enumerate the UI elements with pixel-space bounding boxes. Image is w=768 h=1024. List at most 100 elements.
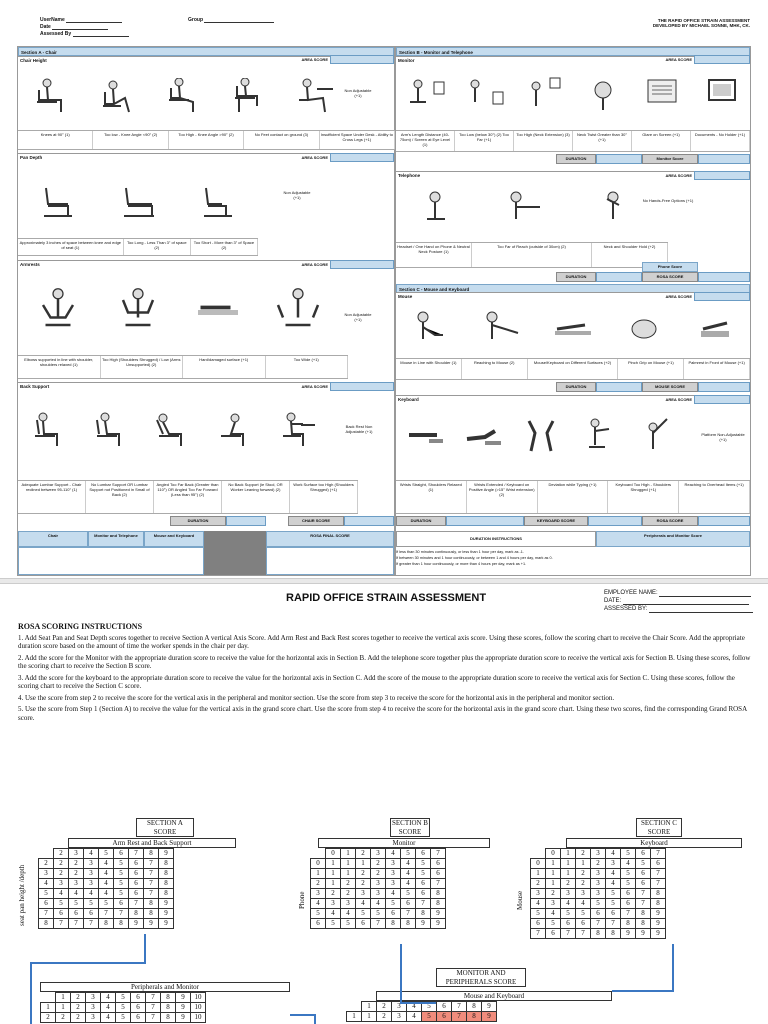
arm-option-3[interactable]: Hard/damaged surface (+1) xyxy=(183,356,266,378)
back-option-4[interactable]: No Back Support (ie Stool, OR Worker Lea… xyxy=(222,481,290,513)
pan-option-2[interactable]: Too Long - Less Than 3" of space (2) xyxy=(124,239,191,255)
back-option-1[interactable]: Adequate Lumbar Support - Chair reclined… xyxy=(18,481,86,513)
mouse-duration-score[interactable] xyxy=(596,382,642,392)
kb-option-4[interactable]: Keyboard Too High - Shoulders Shrugged (… xyxy=(608,481,680,513)
keyboard-score-box[interactable] xyxy=(588,516,642,526)
height-option-1[interactable]: Knees at 90° (1) xyxy=(18,131,94,149)
kb-duration-score[interactable] xyxy=(446,516,524,526)
pan-option-3[interactable]: Too Short - More than 3" of Space (2) xyxy=(191,239,259,255)
score-cell: 9 xyxy=(620,928,636,939)
kb-option-5[interactable]: Reaching to Overhead Items (+1) xyxy=(679,481,750,513)
monitor-option-2[interactable]: Too Low (below 30°) (2) Too Far (+1) xyxy=(455,131,514,151)
score-cell: 7 xyxy=(143,858,159,869)
chair-height-area-score[interactable] xyxy=(330,55,394,64)
score-cell: 3 xyxy=(325,898,341,909)
phone-option-2[interactable]: Too Far of Reach (outside of 30cm) (2) xyxy=(472,243,592,267)
page2-date-field[interactable]: DATE: xyxy=(604,597,753,605)
monitor-area-score[interactable] xyxy=(694,55,750,64)
phone-option-1[interactable]: Headset / One Hand on Phone & Neutral Ne… xyxy=(396,243,473,267)
height-option-3[interactable]: Too High - Knee Angle >90° (2) xyxy=(169,131,245,149)
row-header: 1 xyxy=(530,868,546,879)
kb-option-3[interactable]: Deviation while Typing (+1) xyxy=(538,481,609,513)
kb-option-1[interactable]: Wrists Straight, Shoulders Relaxed (1) xyxy=(396,481,467,513)
back-option-2[interactable]: No Lumbar Support OR Lumbar Support not … xyxy=(86,481,154,513)
mouse-option-2[interactable]: Reaching to Mouse (2) xyxy=(462,359,528,379)
mouse-option-4[interactable]: Pinch Grip on Mouse (+1) xyxy=(618,359,685,379)
monitor-option-5[interactable]: Glare on Screen (+1) xyxy=(632,131,691,151)
arm-option-4[interactable]: Too Wide (+1) xyxy=(266,356,348,378)
height-option-4[interactable]: No Feet contact on ground (3) xyxy=(244,131,320,149)
monitor-duration-score[interactable] xyxy=(596,154,642,164)
section-bc-panel: Section B - Monitor and Telephone Monito… xyxy=(395,46,751,576)
pan-option-1[interactable]: Approximately 3 inches of space between … xyxy=(18,239,124,255)
page2-title: RAPID OFFICE STRAIN ASSESSMENT xyxy=(286,592,487,604)
score-cell: 9 xyxy=(158,908,174,919)
back-option-5[interactable]: Work Surface too High (Shoulders Shrugge… xyxy=(290,481,358,513)
rosa-final-score-box[interactable] xyxy=(266,547,394,575)
phone-duration-score[interactable] xyxy=(596,272,642,282)
username-label: UserName xyxy=(40,17,65,23)
monitor-score-box[interactable] xyxy=(698,154,750,164)
back-option-3[interactable]: Angled Too Far Back (Greater than 110°) … xyxy=(154,481,222,513)
section-b-rosa-score[interactable] xyxy=(698,272,750,282)
seated-low-figure-icon xyxy=(103,80,130,113)
username-field[interactable]: UserName xyxy=(40,17,123,23)
chair-score-box[interactable] xyxy=(344,516,394,526)
telephone-area-score[interactable] xyxy=(694,171,750,180)
chair-duration-score[interactable] xyxy=(226,516,266,526)
score-cell: 5 xyxy=(113,858,129,869)
mouse-option-1[interactable]: Mouse in Line with Shoulder (1) xyxy=(396,359,462,379)
score-cell: 6 xyxy=(590,908,606,919)
monitor-option-6[interactable]: Documents - No Holder (+1) xyxy=(691,131,750,151)
score-cell: 7 xyxy=(128,898,144,909)
score-cell: 4 xyxy=(98,878,114,889)
score-cell: 5 xyxy=(355,908,371,919)
height-option-5[interactable]: Insufficient Space Under Desk - Ability … xyxy=(320,131,396,149)
arm-option-2[interactable]: Too High (Shoulders Shrugged) / Low (Arm… xyxy=(101,356,183,378)
phone-option-3[interactable]: Neck and Shoulder Hold (+2) xyxy=(592,243,669,267)
col-header: 5 xyxy=(115,992,131,1003)
col-header: 4 xyxy=(605,848,621,859)
arm-option-1[interactable]: Elbows supported in line with shoulder, … xyxy=(18,356,101,378)
mouse-score-box[interactable] xyxy=(698,382,750,392)
row-header: 0 xyxy=(530,858,546,869)
col-header: 2 xyxy=(376,1001,392,1012)
score-cell: 6 xyxy=(436,1011,452,1022)
score-cell: 3 xyxy=(385,868,401,879)
pan-depth-area-score[interactable] xyxy=(330,153,394,162)
section-c-rosa-score[interactable] xyxy=(698,516,750,526)
group-field[interactable]: Group xyxy=(188,17,275,23)
mouse-reach-icon xyxy=(486,311,519,339)
score-cell: 8 xyxy=(650,898,666,909)
mouse-option-5[interactable]: Palmrest in Front of Mouse (+1) xyxy=(684,359,751,379)
employee-name-field[interactable]: EMPLOYEE NAME: xyxy=(604,589,753,597)
seated-figure-icon xyxy=(37,78,62,112)
assessed-field[interactable]: Assessed By xyxy=(40,31,129,37)
mouse-option-3[interactable]: Mouse/Keyboard on Different Surfaces (+2… xyxy=(528,359,619,379)
monitor-option-3[interactable]: Too High (Neck Extension) (3) xyxy=(514,131,573,151)
arrow-b-down xyxy=(400,944,402,1004)
score-cell: 4 xyxy=(406,1011,422,1022)
row-header: 2 xyxy=(310,878,326,889)
pan-depth-short-icon xyxy=(204,187,232,217)
score-cell: 9 xyxy=(650,918,666,929)
footer-score-cells[interactable] xyxy=(18,547,204,575)
mouse-area-score[interactable] xyxy=(694,292,750,301)
pan-depth-title: Pan Depth xyxy=(18,153,394,161)
instructions-title: ROSA SCORING INSTRUCTIONS xyxy=(18,622,143,631)
row-header: 4 xyxy=(530,898,546,909)
monitor-option-1[interactable]: Arm's Length Distance (40-75cm) / Screen… xyxy=(396,131,455,151)
monitor-option-4[interactable]: Neck Twist Greater than 30° (+1) xyxy=(573,131,632,151)
armrests-area-score[interactable] xyxy=(330,260,394,269)
height-option-2[interactable]: Too low - Knee Angle <90° (2) xyxy=(93,131,169,149)
keyboard-area-score[interactable] xyxy=(694,395,750,404)
chair-height-title: Chair Height xyxy=(18,56,394,64)
score-cell: 2 xyxy=(70,1012,86,1023)
kb-option-2[interactable]: Wrists Extended / Keyboard on Positive A… xyxy=(467,481,538,513)
date-field[interactable]: Date xyxy=(40,24,109,30)
page2-assessed-field[interactable]: ASSESSED BY: xyxy=(604,605,754,613)
back-area-score[interactable] xyxy=(330,382,394,391)
row-header: 6 xyxy=(310,918,326,929)
